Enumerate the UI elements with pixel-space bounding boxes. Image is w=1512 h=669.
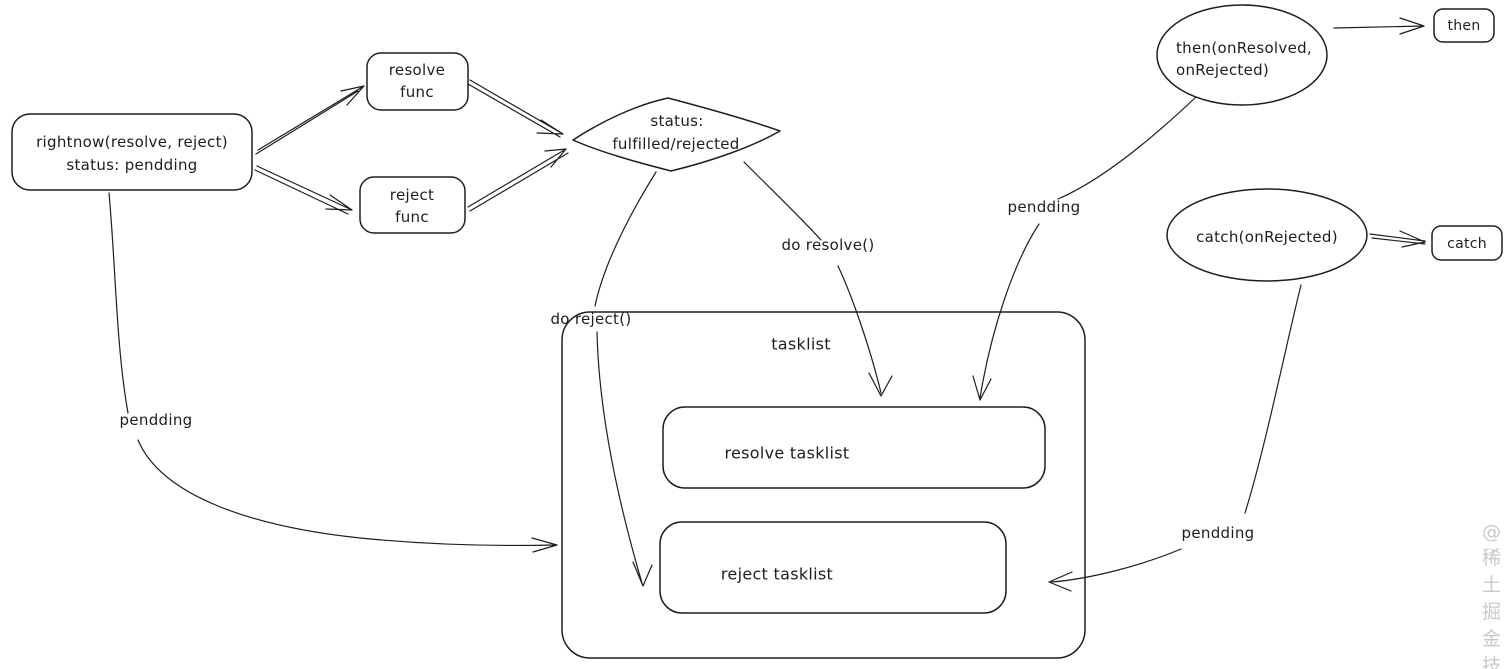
resolve-func-node-shape: [366, 52, 469, 111]
edge-label-do-reject: do reject(): [550, 310, 632, 328]
reject-func-label-line2: func: [395, 208, 429, 226]
status-diamond-label-line1: status:: [650, 112, 704, 130]
catch-box-label: catch: [1447, 236, 1487, 252]
reject-tasklist-label: reject tasklist: [720, 564, 834, 584]
rightnow-node-shape: [11, 113, 253, 191]
edge-label-pendding-left: pendding: [119, 411, 193, 429]
resolve-func-label-line2: func: [400, 83, 434, 101]
arrow-rightnow-to-resolve-func: [255, 85, 365, 155]
arrow-resolve-func-to-diamond: [467, 79, 564, 138]
edge-label-pendding-mid: pendding: [1007, 198, 1081, 216]
arrow-do-reject-to-reject-tasklist: [594, 171, 657, 587]
catch-ellipse-label: catch(onRejected): [1196, 228, 1338, 246]
then-box-shape: [1433, 8, 1495, 43]
edge-label-do-resolve: do resolve(): [781, 236, 875, 254]
rightnow-node-label-line1: rightnow(resolve, reject): [36, 133, 228, 151]
arrow-catch-pendding-to-reject-tasklist: [1048, 284, 1302, 592]
then-ellipse-label-line1: then(onResolved,: [1176, 39, 1312, 57]
then-ellipse-shape: [1156, 4, 1328, 106]
arrow-do-resolve-to-resolve-tasklist: [743, 161, 893, 397]
arrow-then-pendding-to-resolve-tasklist: [972, 96, 1197, 401]
arrow-then-ellipse-to-then-box: [1333, 17, 1425, 35]
juejin-watermark: @稀土掘金技术社区: [1481, 521, 1502, 669]
tasklist-container-label: tasklist: [771, 334, 831, 354]
tasklist-container-shape: [561, 311, 1086, 659]
rightnow-node-label-line2: status: pendding: [66, 156, 198, 174]
arrow-catch-ellipse-to-catch-box: [1369, 230, 1426, 248]
arrow-rightnow-pendding-to-tasklist: [108, 192, 558, 553]
catch-ellipse-shape: [1166, 188, 1368, 282]
then-box-label: then: [1447, 18, 1481, 34]
catch-box-shape: [1431, 225, 1503, 261]
resolve-tasklist-shape: [662, 406, 1046, 489]
then-ellipse-label-line2: onRejected): [1176, 61, 1270, 79]
reject-func-label-line1: reject: [389, 186, 435, 204]
status-diamond-shape: [572, 97, 781, 172]
resolve-tasklist-label: resolve tasklist: [724, 443, 850, 463]
reject-func-node-shape: [359, 176, 466, 234]
reject-tasklist-shape: [659, 521, 1007, 614]
arrow-reject-func-to-diamond: [467, 148, 569, 212]
arrow-rightnow-to-reject-func: [254, 165, 353, 215]
resolve-func-label-line1: resolve: [388, 61, 446, 79]
status-diamond-label-line2: fulfilled/rejected: [612, 135, 740, 153]
edge-label-pendding-right: pendding: [1181, 524, 1255, 542]
